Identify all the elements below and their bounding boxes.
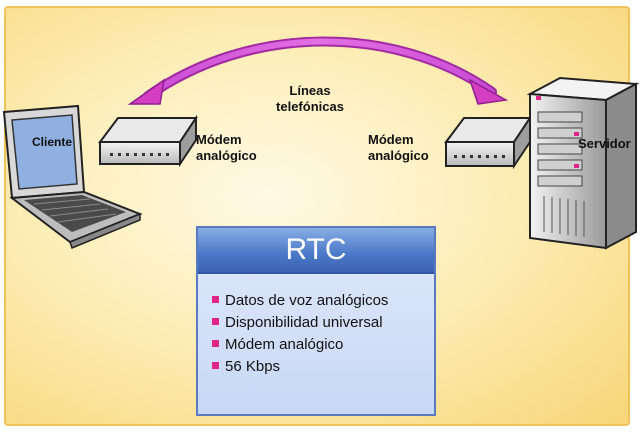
server-label: Servidor (578, 136, 631, 151)
bullet-icon (212, 340, 219, 347)
rtc-feature-list: Datos de voz analógicos Disponibilidad u… (212, 290, 388, 378)
phone-lines-label: Líneas telefónicas (276, 83, 344, 114)
rtc-title: RTC (198, 228, 434, 274)
bullet-icon (212, 318, 219, 325)
list-item-text: 56 Kbps (225, 358, 281, 375)
bullet-icon (212, 296, 219, 303)
list-item: Datos de voz analógicos (212, 290, 388, 312)
modem-right-label: Módem analógico (368, 132, 429, 163)
modem-left-icon (98, 114, 198, 168)
list-item: 56 Kbps (212, 356, 388, 378)
server-icon (526, 76, 640, 250)
client-label: Cliente (31, 135, 72, 149)
modem-left-label: Módem analógico (196, 132, 257, 163)
list-item-text: Disponibilidad universal (225, 314, 383, 331)
modem-right-icon (444, 114, 532, 170)
laptop-icon (2, 104, 143, 249)
list-item: Disponibilidad universal (212, 312, 388, 334)
rtc-panel: RTC Datos de voz analógicos Disponibilid… (196, 226, 436, 416)
list-item-text: Módem analógico (225, 336, 344, 353)
phone-lines-arrow (127, 36, 509, 105)
list-item: Módem analógico (212, 334, 388, 356)
bullet-icon (212, 362, 219, 369)
list-item-text: Datos de voz analógicos (225, 292, 389, 309)
